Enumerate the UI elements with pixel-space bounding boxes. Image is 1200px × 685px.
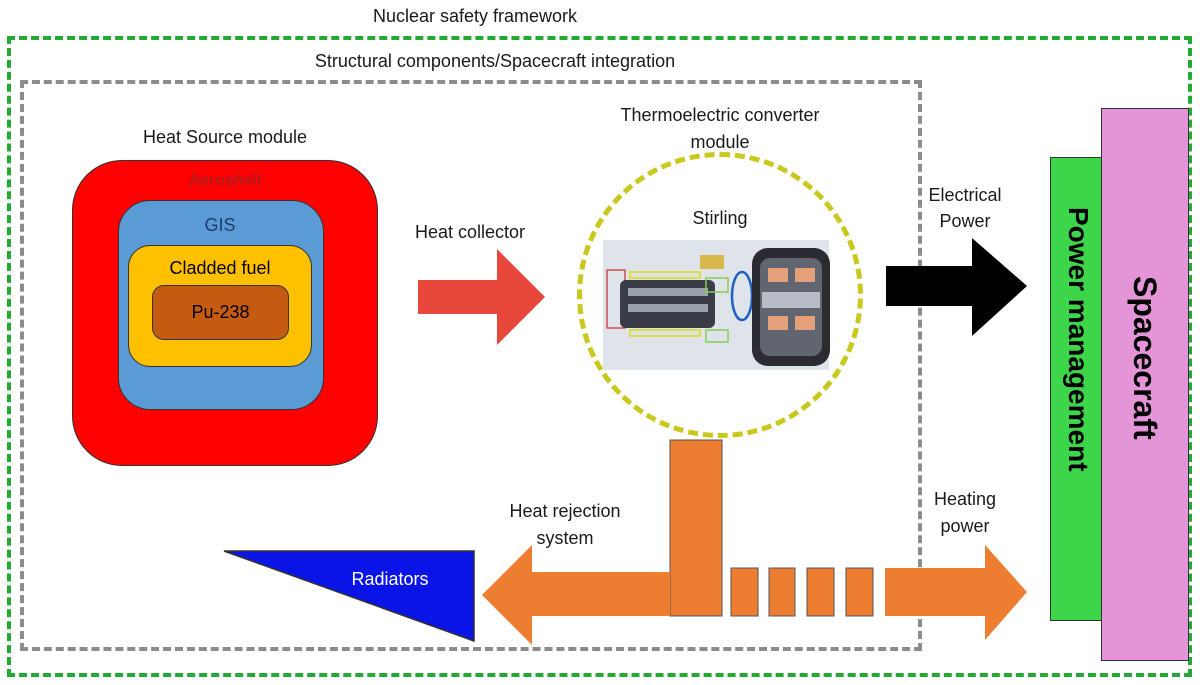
nuclear-safety-framework-frame xyxy=(7,36,1192,677)
nuclear-safety-framework-label: Nuclear safety framework xyxy=(372,6,578,26)
radiators-label: Radiators xyxy=(351,569,429,589)
pu238-box xyxy=(152,285,289,340)
thermoelectric-label-line1: Thermoelectric converter xyxy=(620,105,820,125)
gis-label: GIS xyxy=(204,215,236,235)
electrical-power-label-line2: Power xyxy=(939,211,991,231)
heat-rejection-segment xyxy=(845,567,874,617)
heat-collector-label: Heat collector xyxy=(414,222,526,242)
stirling-engine-image xyxy=(603,240,830,370)
heat-rejection-segment xyxy=(768,567,796,617)
heat-rejection-label-line2: system xyxy=(536,528,594,548)
electrical-power-label-line1: Electrical xyxy=(928,185,1002,205)
spacecraft-label: Spacecraft xyxy=(1127,276,1163,440)
heat-source-module-label: Heat Source module xyxy=(142,127,308,147)
power-management-bar xyxy=(1050,157,1102,621)
heating-power-label-line1: Heating xyxy=(933,489,997,509)
pu238-label: Pu-238 xyxy=(191,302,250,322)
heat-rejection-left-arrow xyxy=(482,545,670,645)
aeroshell-label: Aeroshell xyxy=(188,172,262,189)
spacecraft-bar xyxy=(1101,108,1189,661)
heating-power-arrow xyxy=(885,545,1027,640)
power-management-label: Power management xyxy=(1063,207,1094,472)
structural-components-frame xyxy=(20,80,922,651)
radiators-shape xyxy=(223,550,475,643)
structural-components-label: Structural components/Spacecraft integra… xyxy=(314,51,676,71)
heat-collector-arrow xyxy=(418,249,545,345)
heating-power-label-line2: power xyxy=(940,516,990,536)
heat-rejection-segment xyxy=(730,567,759,617)
electrical-power-arrow xyxy=(886,238,1027,336)
stirling-label: Stirling xyxy=(692,208,748,228)
heat-rejection-segment xyxy=(806,567,835,617)
cladded-fuel-label: Cladded fuel xyxy=(169,258,271,278)
converter-module-circle xyxy=(577,152,863,438)
thermoelectric-label-line2: module xyxy=(690,132,750,152)
heat-rejection-riser xyxy=(669,439,723,617)
heat-rejection-label-line1: Heat rejection xyxy=(509,501,621,521)
